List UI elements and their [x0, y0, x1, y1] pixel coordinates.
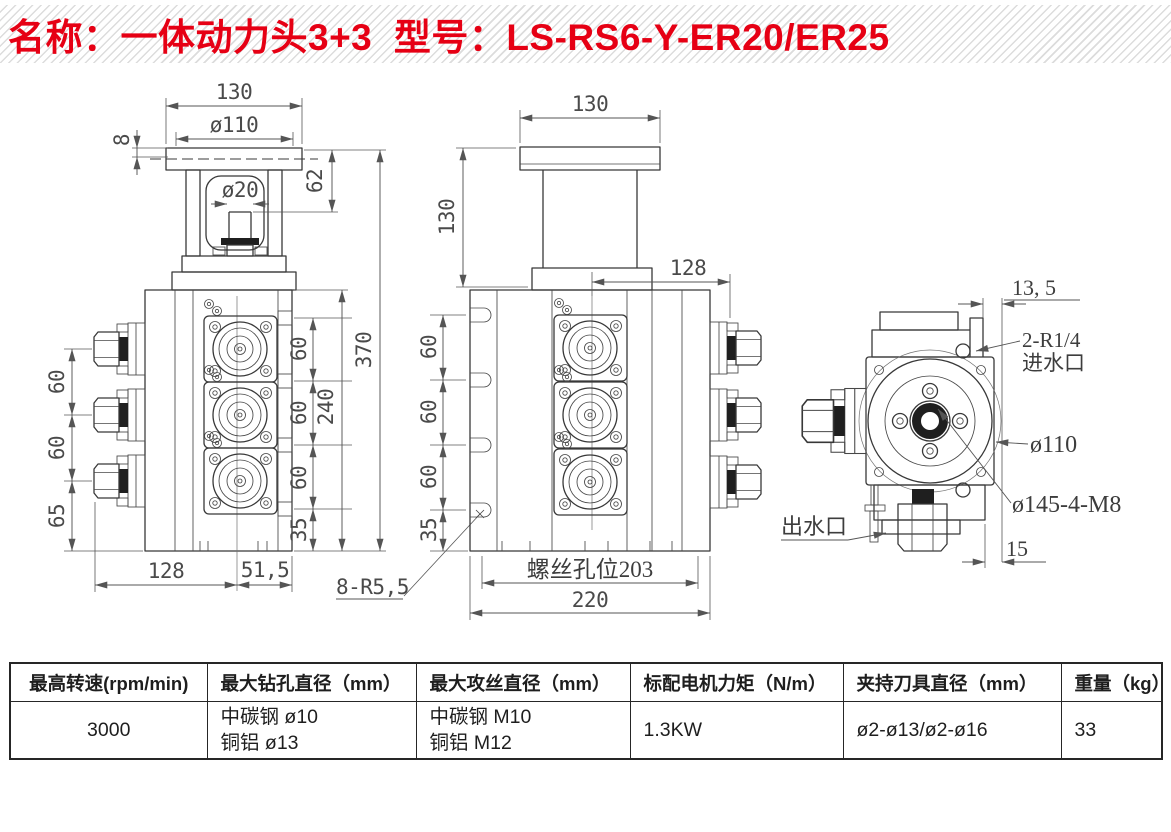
dim-front-body-height: 240 — [314, 389, 338, 425]
header-max-tap-dia: 最大攻丝直径（mm） — [415, 662, 631, 702]
end-view-dimensions: 13, 5 15 2-R1/4 进水口 ø110 ø145-4-M8 出水口 — [781, 275, 1121, 568]
header-max-drill-dia: 最大钻孔直径（mm） — [206, 662, 417, 702]
dim-side-pitch-3: 60 — [417, 465, 441, 489]
water-outlet-nozzle — [869, 510, 879, 543]
spec-table: 最高转速(rpm/min) 最大钻孔直径（mm） 最大攻丝直径（mm） 标配电机… — [9, 662, 1170, 760]
spindle-port — [553, 364, 628, 449]
front-view-motor-mount — [150, 147, 318, 291]
dim-side-top-offset: 128 — [670, 256, 706, 280]
cell-weight: 33 — [1060, 701, 1163, 760]
technical-drawing: 130 ø110 8 ø20 62 — [45, 80, 1121, 620]
dim-front-top-width: 130 — [216, 80, 252, 104]
dim-front-total-height: 370 — [352, 332, 376, 368]
dim-side-pitch-2: 60 — [417, 400, 441, 424]
cell-motor-torque: 1.3KW — [629, 701, 844, 760]
front-view-body — [93, 289, 293, 591]
collet-nut — [93, 454, 146, 508]
dim-side-overall-depth: 220 — [572, 588, 608, 612]
dim-front-pitch-left-2: 60 — [45, 436, 69, 460]
dim-side-column-height: 130 — [435, 199, 459, 235]
mount-slot — [469, 372, 492, 388]
header-weight: 重量（kg） — [1060, 662, 1170, 702]
collet-nut — [93, 322, 146, 376]
page-title: 名称：一体动力头3+3 型号：LS-RS6-Y-ER20/ER25 — [8, 17, 890, 58]
inlet-spec-label: 2-R1/4 — [1022, 328, 1081, 352]
spindle-port — [553, 297, 628, 382]
collet-nut — [709, 388, 762, 442]
drill-steel-value: 中碳钢 ø10 — [220, 706, 319, 728]
side-view-motor-mount — [519, 146, 661, 291]
spec-table-data-row: 3000 中碳钢 ø10 铜铝 ø13 中碳钢 M10 铜铝 M12 1.3KW… — [9, 701, 1163, 760]
spindle-port — [203, 364, 278, 449]
collet-nut — [709, 455, 762, 509]
dim-side-pitch-1: 60 — [417, 335, 441, 359]
dim-end-offset-bottom: 15 — [1006, 536, 1028, 561]
tap-steel-value: 中碳钢 M10 — [429, 706, 532, 728]
spindle-port — [203, 430, 278, 515]
title-bar: 名称：一体动力头3+3 型号：LS-RS6-Y-ER20/ER25 — [0, 5, 1171, 63]
side-view-body — [469, 289, 762, 552]
front-view-dimensions: 130 ø110 8 ø20 62 — [45, 80, 485, 600]
mount-slot — [469, 307, 492, 323]
mount-slot — [469, 437, 492, 453]
dim-side-screw-holes: 螺丝孔位203 — [527, 557, 654, 582]
spindle-port — [203, 298, 278, 383]
cell-max-tap-dia: 中碳钢 M10 铜铝 M12 — [415, 701, 631, 760]
water-inlet-port — [955, 343, 971, 359]
end-view: 13, 5 15 2-R1/4 进水口 ø110 ø145-4-M8 出水口 — [781, 275, 1121, 568]
cell-max-drill-dia: 中碳钢 ø10 铜铝 ø13 — [206, 701, 417, 760]
dim-front-pitch-right-4: 35 — [287, 518, 311, 542]
dim-front-shaft-dia: ø20 — [222, 178, 258, 202]
side-view: 130 130 128 60 60 60 — [417, 92, 762, 620]
spindle-port — [553, 431, 628, 516]
bottom-collet-nut — [897, 503, 948, 552]
cell-max-speed: 3000 — [9, 701, 208, 760]
inlet-label: 进水口 — [1022, 351, 1085, 375]
dim-front-flange-dia: ø110 — [210, 113, 259, 137]
dim-front-pitch-left-1: 60 — [45, 370, 69, 394]
dim-side-pitch-4: 35 — [417, 518, 441, 542]
header-tool-clamp-dia: 夹持刀具直径（mm） — [842, 662, 1062, 702]
outlet-label: 出水口 — [781, 514, 847, 539]
dim-end-offset-top: 13, 5 — [1012, 275, 1056, 300]
dim-end-flange-dia: ø110 — [1030, 432, 1077, 458]
tap-copper-value: 铜铝 M12 — [429, 732, 512, 754]
header-max-speed: 最高转速(rpm/min) — [9, 662, 208, 702]
dim-front-pitch-right-1: 60 — [287, 337, 311, 361]
header-motor-torque: 标配电机力矩（N/m） — [629, 662, 844, 702]
dim-front-flange-thickness: 8 — [110, 134, 134, 146]
dim-side-top-width: 130 — [572, 92, 608, 116]
slot-note-label: 8-R5,5 — [336, 575, 409, 599]
collet-nut — [93, 388, 146, 442]
dim-front-pitch-left-3: 65 — [45, 504, 69, 528]
dim-front-bottom-right: 51,5 — [241, 558, 290, 582]
dim-front-pitch-right-3: 60 — [287, 466, 311, 490]
water-port-bottom — [955, 482, 971, 498]
dim-front-pitch-right-2: 60 — [287, 401, 311, 425]
collet-nut — [801, 387, 867, 455]
collet-nut — [709, 321, 762, 375]
dim-front-bottom-left: 128 — [148, 559, 184, 583]
dim-front-shaft-depth: 62 — [303, 169, 327, 193]
dim-end-bolt-circle: ø145-4-M8 — [1012, 492, 1121, 518]
cell-tool-clamp-range: ø2-ø13/ø2-ø16 — [842, 701, 1062, 760]
end-view-body — [801, 311, 1002, 552]
side-view-dimensions: 130 130 128 60 60 60 — [417, 92, 731, 620]
spec-table-header-row: 最高转速(rpm/min) 最大钻孔直径（mm） 最大攻丝直径（mm） 标配电机… — [9, 662, 1170, 702]
front-view: 130 ø110 8 ø20 62 — [45, 80, 485, 600]
drill-copper-value: 铜铝 ø13 — [220, 732, 299, 754]
